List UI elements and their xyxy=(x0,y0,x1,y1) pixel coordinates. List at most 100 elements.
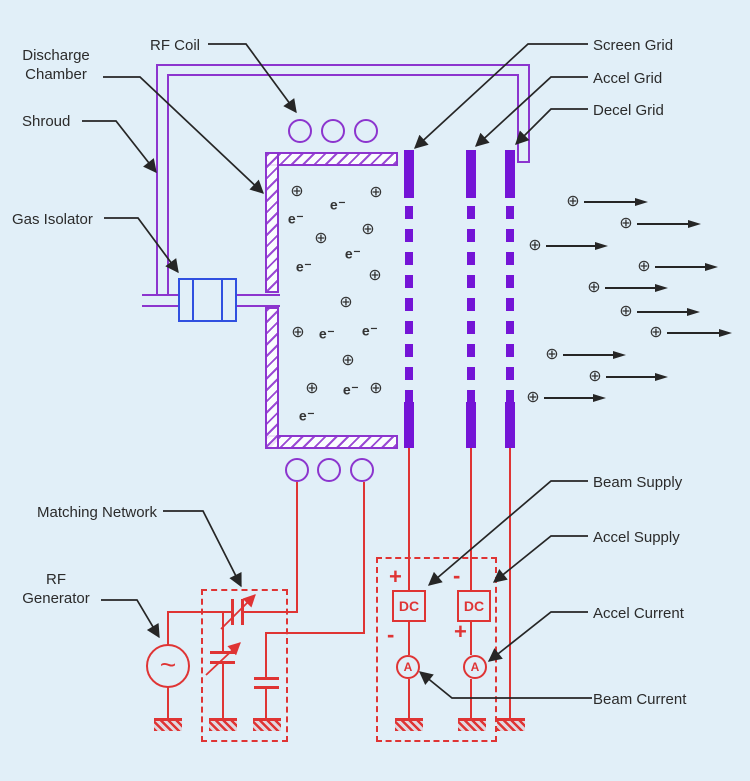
plasma-electron: e⁻ xyxy=(287,210,305,227)
rf-coil-turn-bottom-1 xyxy=(285,458,309,482)
shroud-outer-left xyxy=(156,64,158,295)
beam-arrow xyxy=(667,332,720,334)
decel-grid-bottom-segment xyxy=(505,402,515,448)
chamber-wall-left-upper xyxy=(265,152,279,293)
decel-grid-wire xyxy=(509,448,511,718)
accel-ammeter-label: A xyxy=(470,660,480,674)
accel-supply-minus: - xyxy=(453,563,461,588)
decel-grid-bar xyxy=(505,150,515,448)
screen-grid-leader xyxy=(413,43,588,149)
rf-coil-leader xyxy=(208,43,297,114)
rf-generator-symbol: ~ xyxy=(146,644,190,688)
beam-ion: ⊕ xyxy=(545,346,559,363)
plasma-electron: e⁻ xyxy=(342,381,360,398)
shroud-right-endcap xyxy=(517,161,530,163)
beam-ion: ⊕ xyxy=(526,389,540,406)
beam-arrowhead xyxy=(687,308,700,316)
discharge-chamber-label: Discharge Chamber xyxy=(22,47,90,83)
beam-arrow xyxy=(655,266,706,268)
plasma-electron: e⁻ xyxy=(344,245,362,262)
matching-network-leader xyxy=(163,510,242,588)
decel-grid-leader xyxy=(515,108,588,145)
screen-grid-top-segment xyxy=(404,150,414,198)
shunt-cap-leg xyxy=(222,664,224,718)
shroud-outer-top xyxy=(156,64,530,66)
coil-wire-left xyxy=(296,482,298,612)
accel-current-leader xyxy=(487,611,588,662)
gas-isolator-divider-right xyxy=(221,278,223,322)
rf-coil-turn-bottom-3 xyxy=(350,458,374,482)
rf-generator-lead-top xyxy=(167,611,169,645)
rf-coil-label: RF Coil xyxy=(150,37,201,54)
gas-isolator-body xyxy=(178,278,237,322)
matching-network-label: Matching Network xyxy=(37,504,158,521)
plasma-electron: e⁻ xyxy=(318,325,336,342)
plasma-electron: e⁻ xyxy=(298,407,316,424)
accel-supply-unit-label: DC xyxy=(463,598,485,614)
rf-generator-leader xyxy=(101,599,160,639)
gas-line-right-top xyxy=(236,294,280,296)
ground-symbol xyxy=(253,718,281,731)
accel-grid-leader xyxy=(474,76,588,147)
ground-symbol xyxy=(395,718,423,731)
plasma-ion: ⊕ xyxy=(361,221,375,238)
plasma-ion: ⊕ xyxy=(341,352,355,369)
accel-grid-apertures xyxy=(467,206,475,402)
chamber-wall-left-lower xyxy=(265,307,279,449)
screen-grid-wire xyxy=(408,448,410,590)
beam-supply-unit-label: DC xyxy=(398,598,420,614)
beam-arrowhead xyxy=(595,242,608,250)
plasma-ion: ⊕ xyxy=(314,230,328,247)
gas-line-left-top xyxy=(142,294,179,296)
rf-coil-turn-top-1 xyxy=(288,119,312,143)
accel-supply-unit: DC xyxy=(457,590,491,622)
accel-grid-label: Accel Grid xyxy=(593,70,663,87)
ground-symbol xyxy=(458,718,486,731)
fixed-cap-plate xyxy=(254,677,279,680)
beam-supply-plus: + xyxy=(389,564,402,589)
shroud-inner-right xyxy=(517,74,519,163)
rf-feed-wire xyxy=(167,611,232,613)
beam-ammeter-label: A xyxy=(403,660,413,674)
screen-grid-bottom-segment xyxy=(404,402,414,448)
decel-grid-apertures xyxy=(506,206,514,402)
beam-arrow xyxy=(605,287,656,289)
beam-ion: ⊕ xyxy=(566,193,580,210)
sine-symbol: ~ xyxy=(159,649,177,680)
beam-ion: ⊕ xyxy=(528,237,542,254)
accel-current-label: Accel Current xyxy=(593,605,684,622)
gas-line-right-bottom xyxy=(236,305,280,307)
rf-generator-label: RF Generator xyxy=(22,571,90,607)
screen-grid-wire xyxy=(408,622,410,655)
accel-grid-bottom-segment xyxy=(466,402,476,448)
ground-symbol xyxy=(154,718,182,731)
beam-arrow xyxy=(637,311,688,313)
beam-arrow xyxy=(606,376,656,378)
beam-current-ammeter: A xyxy=(396,655,420,679)
plasma-electron: e⁻ xyxy=(329,196,347,213)
plasma-ion: ⊕ xyxy=(369,184,383,201)
screen-grid-apertures xyxy=(405,206,413,402)
beam-arrowhead xyxy=(655,373,668,381)
beam-arrow xyxy=(637,223,689,225)
beam-ion: ⊕ xyxy=(588,368,602,385)
plasma-ion: ⊕ xyxy=(369,380,383,397)
accel-supply-label: Accel Supply xyxy=(593,529,680,546)
beam-arrowhead xyxy=(635,198,648,206)
accel-supply-plus: + xyxy=(454,619,467,644)
beam-arrowhead xyxy=(688,220,701,228)
beam-arrow xyxy=(546,245,596,247)
plasma-ion: ⊕ xyxy=(290,183,304,200)
shroud-inner-top xyxy=(167,74,519,76)
beam-arrowhead xyxy=(613,351,626,359)
beam-ion: ⊕ xyxy=(619,303,633,320)
decel-grid-label: Decel Grid xyxy=(593,102,664,119)
ground-symbol xyxy=(209,718,237,731)
beam-supply-minus: - xyxy=(387,622,395,647)
chamber-wall-top xyxy=(265,152,398,166)
rf-coil-turn-top-3 xyxy=(354,119,378,143)
plasma-ion: ⊕ xyxy=(291,324,305,341)
rf-return-wire xyxy=(265,632,365,634)
accel-current-ammeter: A xyxy=(463,655,487,679)
shroud-label: Shroud xyxy=(22,113,71,130)
